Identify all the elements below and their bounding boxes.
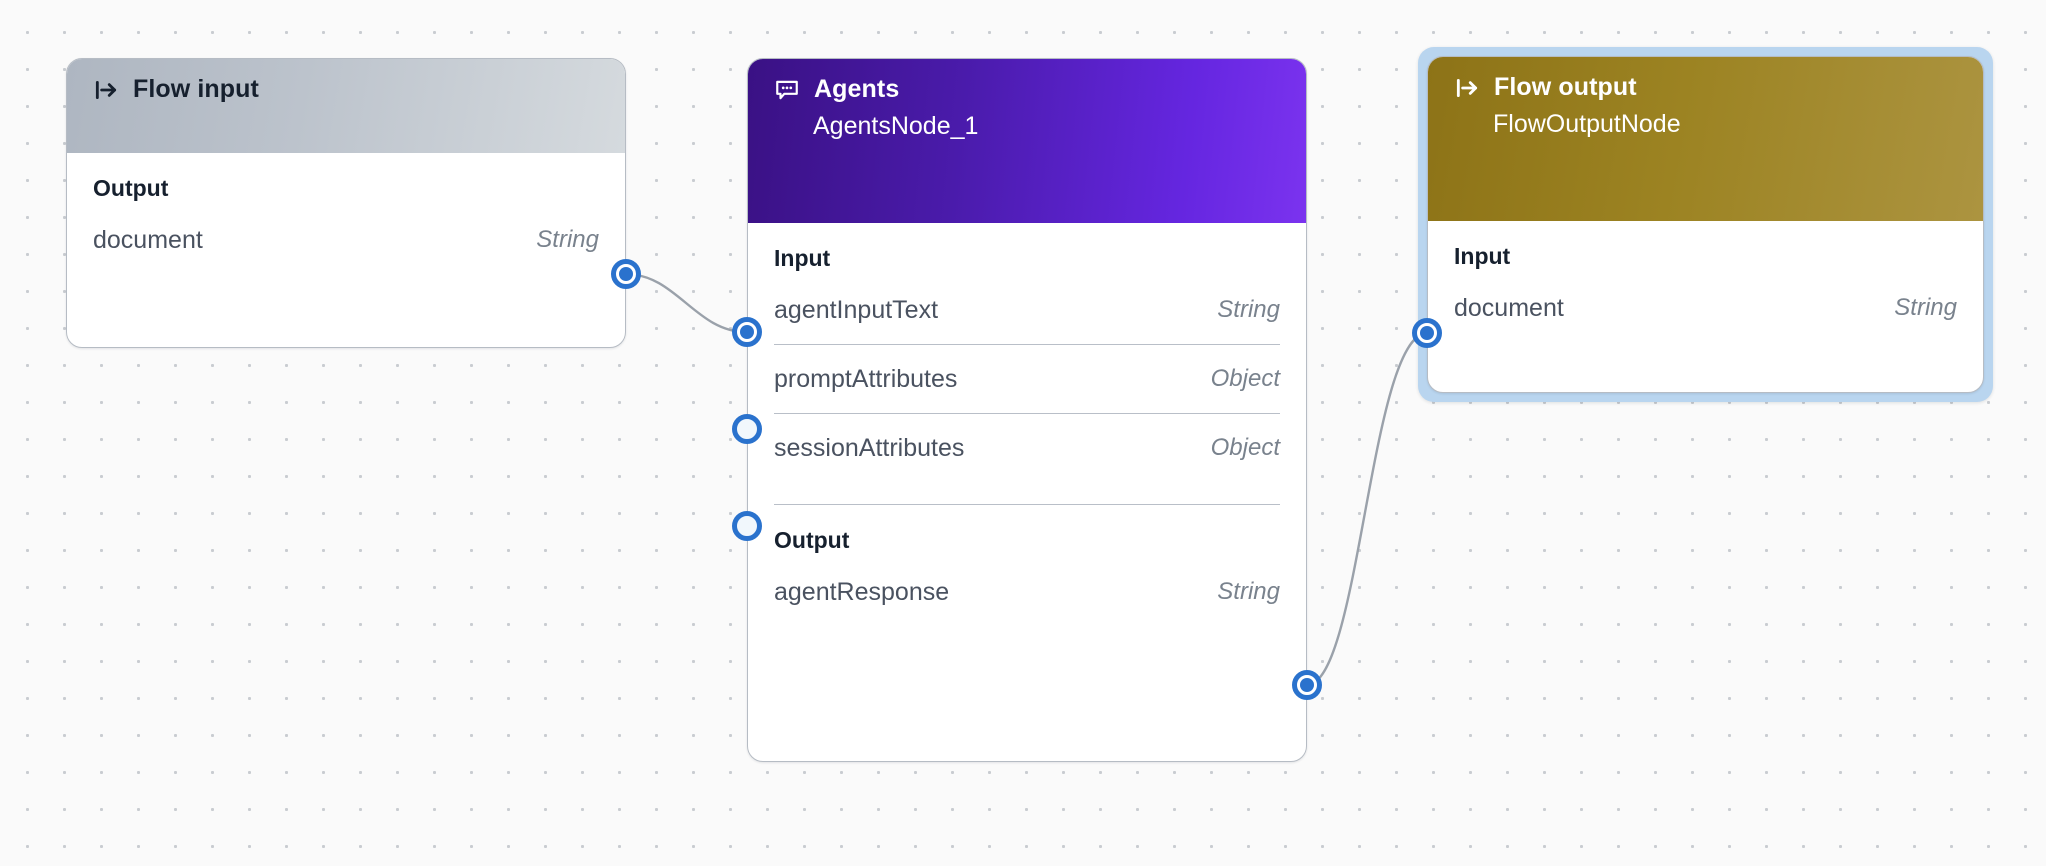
port-type-document: String [536, 226, 599, 253]
node-agents-frame: Agents AgentsNode_1 Input agentInputText… [747, 58, 1307, 762]
flow-input-arrow-icon [93, 77, 119, 103]
node-flow-output-body: Input document String [1428, 221, 1983, 352]
port-handle-flowinput-document[interactable] [611, 259, 641, 289]
section-heading-input: Input [774, 245, 831, 271]
node-flow-output-frame: Flow output FlowOutputNode Input documen… [1427, 56, 1984, 393]
port-label-promptattributes: promptAttributes [774, 364, 958, 393]
port-row-agentinputtext[interactable]: agentInputText String [748, 276, 1306, 344]
port-type-document: String [1894, 294, 1957, 321]
port-handle-agents-sessionattributes[interactable] [732, 511, 762, 541]
section-heading-output: Output [774, 527, 850, 553]
port-row-sessionattributes[interactable]: sessionAttributes Object [748, 414, 1306, 482]
node-flow-input-header[interactable]: Flow input [67, 59, 625, 153]
row-divider [774, 413, 1280, 414]
port-handle-agents-agentresponse[interactable] [1292, 670, 1322, 700]
node-flow-output-subtitle: FlowOutputNode [1493, 110, 1681, 138]
section-heading-output: Output [93, 175, 169, 201]
port-row-promptattributes[interactable]: promptAttributes Object [748, 345, 1306, 413]
row-divider [774, 344, 1280, 345]
port-type-promptattributes: Object [1210, 365, 1280, 392]
edge-flowinput-to-agents [625, 272, 747, 334]
port-type-sessionattributes: Object [1210, 434, 1280, 461]
port-row-document[interactable]: document String [1428, 274, 1983, 342]
section-heading-input: Input [1454, 243, 1511, 269]
edge-agents-to-flowoutput [1306, 331, 1428, 687]
node-flow-output-title: Flow output [1494, 73, 1637, 101]
node-agents-title: Agents [814, 75, 900, 103]
port-row-document[interactable]: document String [67, 206, 625, 274]
chat-bubble-icon [774, 77, 800, 103]
port-handle-agents-agentinputtext[interactable] [732, 317, 762, 347]
port-label-agentresponse: agentResponse [774, 577, 950, 606]
port-row-agentresponse[interactable]: agentResponse String [748, 558, 1306, 626]
node-agents-header[interactable]: Agents AgentsNode_1 [748, 59, 1306, 223]
port-label-document: document [1454, 293, 1564, 322]
port-type-agentinputtext: String [1217, 296, 1280, 323]
port-label-sessionattributes: sessionAttributes [774, 433, 965, 462]
node-flow-input[interactable]: Flow input Output document String [66, 58, 641, 348]
port-label-document: document [93, 225, 203, 254]
node-flow-input-body: Output document String [67, 153, 625, 284]
port-handle-agents-promptattributes[interactable] [732, 414, 762, 444]
section-divider [774, 504, 1280, 505]
node-flow-output[interactable]: Flow output FlowOutputNode Input documen… [1412, 47, 1993, 402]
port-handle-flowoutput-document[interactable] [1412, 318, 1442, 348]
flow-output-arrow-icon [1454, 75, 1480, 101]
port-type-agentresponse: String [1217, 578, 1280, 605]
node-flow-input-title: Flow input [133, 75, 259, 103]
node-flow-input-frame: Flow input Output document String [66, 58, 626, 348]
port-label-agentinputtext: agentInputText [774, 295, 939, 324]
node-agents-body: Input agentInputText String promptAttrib… [748, 223, 1306, 636]
node-agents-subtitle: AgentsNode_1 [813, 112, 979, 140]
node-agents[interactable]: Agents AgentsNode_1 Input agentInputText… [732, 58, 1322, 762]
node-flow-output-header[interactable]: Flow output FlowOutputNode [1428, 57, 1983, 221]
